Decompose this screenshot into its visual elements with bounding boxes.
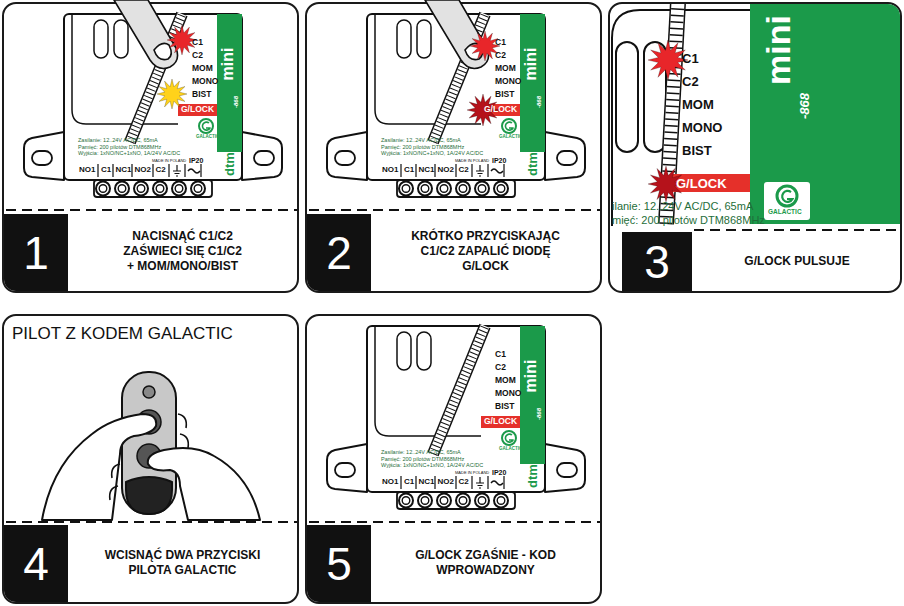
step-number-box: 1 xyxy=(4,214,68,291)
step-number: 4 xyxy=(23,541,49,587)
step-panel: G/LOCK ZGAŚNIE - KOD WPROWADZONY 5 xyxy=(305,314,602,604)
step-caption: KRÓTKO PRZYCISKAJĄC C1/C2 ZAPALIĆ DIODĘ … xyxy=(406,229,566,274)
caption-area: NACISNĄĆ C1/C2 ZAŚWIECI SIĘ C1/C2 + MOM/… xyxy=(68,212,297,291)
step-number-box: 2 xyxy=(307,214,371,291)
caption-area: G/LOCK PULSUJE xyxy=(694,232,900,291)
step-number-box: 4 xyxy=(4,525,68,602)
caption-area: KRÓTKO PRZYCISKAJĄC C1/C2 ZAPALIĆ DIODĘ … xyxy=(371,212,600,291)
caption-area: WCISNĄĆ DWA PRZYCISKI PILOTA GALACTIC xyxy=(68,524,297,602)
step-caption: NACISNĄĆ C1/C2 ZAŚWIECI SIĘ C1/C2 + MOM/… xyxy=(121,229,245,274)
step-number: 3 xyxy=(644,239,670,285)
step-number: 1 xyxy=(23,230,49,276)
step-caption: G/LOCK ZGAŚNIE - KOD WPROWADZONY xyxy=(396,548,576,578)
step-caption: WCISNĄĆ DWA PRZYCISKI PILOTA GALACTIC xyxy=(95,548,270,578)
step-number-box: 5 xyxy=(307,525,371,602)
step-number: 2 xyxy=(326,230,352,276)
step-panel: G/LOCK PULSUJE 3 xyxy=(608,2,902,293)
step-number: 5 xyxy=(326,541,352,587)
caption-area: G/LOCK ZGAŚNIE - KOD WPROWADZONY xyxy=(371,524,600,602)
step-heading: PILOT Z KODEM GALACTIC xyxy=(12,324,233,344)
step-number-box: 3 xyxy=(622,232,692,291)
step-panel: PILOT Z KODEM GALACTIC WCISNĄĆ DWA PRZYCI… xyxy=(2,314,299,604)
step-panel: KRÓTKO PRZYCISKAJĄC C1/C2 ZAPALIĆ DIODĘ … xyxy=(305,2,602,293)
step-caption: G/LOCK PULSUJE xyxy=(702,254,892,269)
step-panel: NACISNĄĆ C1/C2 ZAŚWIECI SIĘ C1/C2 + MOM/… xyxy=(2,2,299,293)
